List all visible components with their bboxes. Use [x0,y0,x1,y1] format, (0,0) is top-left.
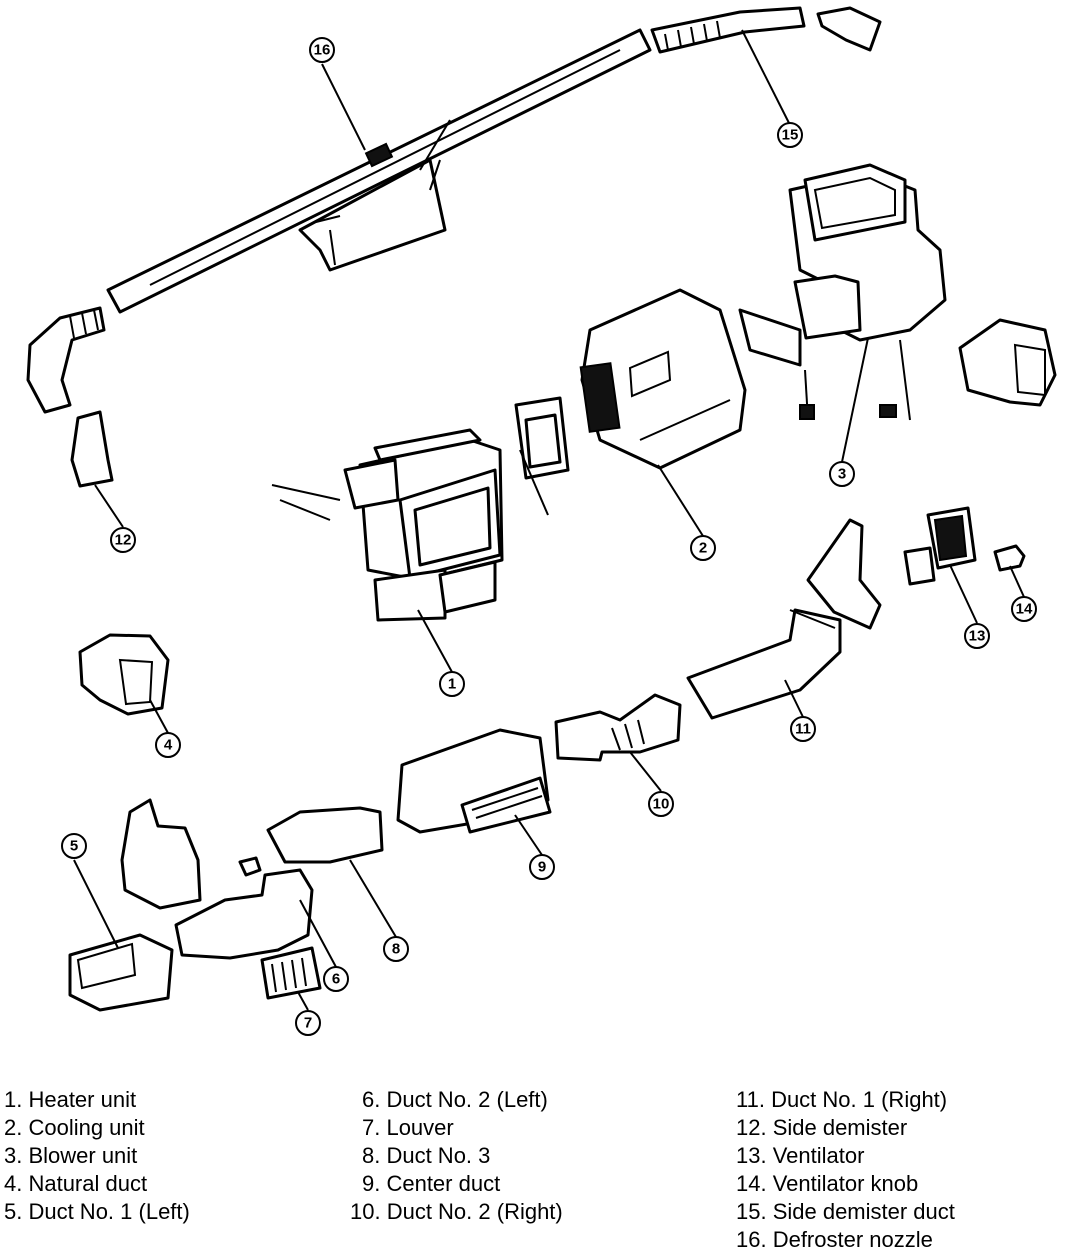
callout-11: 11 [790,716,816,742]
defroster-nozzle-part [106,28,652,314]
svg-text:6: 6 [332,971,340,988]
legend-item: 8. Duct No. 3 [362,1143,491,1168]
svg-text:1: 1 [448,676,456,693]
callout-4: 4 [155,732,181,758]
side-demister-duct-part [650,6,882,54]
svg-text:13: 13 [969,628,986,645]
svg-text:4: 4 [164,737,173,754]
legend-item: 6. Duct No. 2 (Left) [362,1087,548,1112]
callout-16: 16 [309,37,335,63]
legend-item: 2. Cooling unit [4,1115,145,1140]
callout-15: 15 [777,122,803,148]
callout-2: 2 [690,535,716,561]
blower-unit-part [738,163,947,421]
svg-text:15: 15 [782,127,799,144]
callout-6: 6 [323,966,349,992]
heater-unit-part [271,428,504,622]
svg-text:2: 2 [699,540,707,557]
svg-text:9: 9 [538,859,546,876]
cooling-unit-part [514,288,747,516]
callout-3: 3 [829,461,855,487]
legend-item: 4. Natural duct [4,1171,148,1196]
svg-text:8: 8 [392,941,400,958]
callout-12: 12 [110,527,136,553]
callout-14: 14 [1011,596,1037,622]
callout-10: 10 [648,791,674,817]
svg-text:14: 14 [1016,601,1033,618]
svg-text:10: 10 [653,796,670,813]
legend-column-2: 6. Duct No. 2 (Left) 7. Louver 8. Duct N… [350,1086,563,1226]
legend-item: 3. Blower unit [4,1143,138,1168]
svg-text:5: 5 [70,838,78,855]
svg-text:11: 11 [795,721,811,738]
legend-column-3: 11. Duct No. 1 (Right) 12. Side demister… [736,1086,955,1254]
legend-item: 16. Defroster nozzle [736,1227,933,1252]
legend-item: 12. Side demister [736,1115,908,1140]
ventilator-knob-part [993,544,1026,572]
legend-item: 7. Louver [362,1115,454,1140]
legend-item: 13. Ventilator [736,1143,865,1168]
legend-item: 10. Duct No. 2 (Right) [350,1199,563,1224]
svg-text:7: 7 [304,1015,312,1032]
center-duct-part [396,728,552,834]
ventilator-part [806,506,977,630]
duct-2-left-part [174,868,314,960]
legend-item: 15. Side demister duct [736,1199,955,1224]
natural-duct-part [78,633,170,716]
duct-1-left-part [68,798,262,1012]
callout-9: 9 [529,854,555,880]
right-natural-duct-part [958,318,1057,407]
callout-7: 7 [295,1010,321,1036]
duct-2-right-part [554,693,682,762]
leader-lines [73,29,1025,1011]
legend-item: 5. Duct No. 1 (Left) [4,1199,190,1224]
callout-5: 5 [61,833,87,859]
exploded-duct-diagram: 16 15 3 2 1 12 4 13 14 11 10 9 8 5 6 7 [26,6,1057,1036]
svg-text:16: 16 [314,42,331,59]
side-demister-part [26,306,114,488]
legend-item: 1. Heater unit [4,1087,137,1112]
louver-part [260,946,322,1000]
callout-1: 1 [439,671,465,697]
svg-text:12: 12 [115,532,132,549]
legend-column-1: 1. Heater unit 2. Cooling unit 3. Blower… [4,1086,190,1226]
svg-text:3: 3 [838,466,846,483]
duct-1-right-part [686,608,842,720]
legend-item: 9. Center duct [362,1171,501,1196]
legend-item: 11. Duct No. 1 (Right) [736,1087,948,1112]
parts-legend: 1. Heater unit 2. Cooling unit 3. Blower… [0,1086,1072,1252]
legend-item: 14. Ventilator knob [736,1171,919,1196]
duct-3-part [266,806,384,864]
callout-13: 13 [964,623,990,649]
callout-8: 8 [383,936,409,962]
